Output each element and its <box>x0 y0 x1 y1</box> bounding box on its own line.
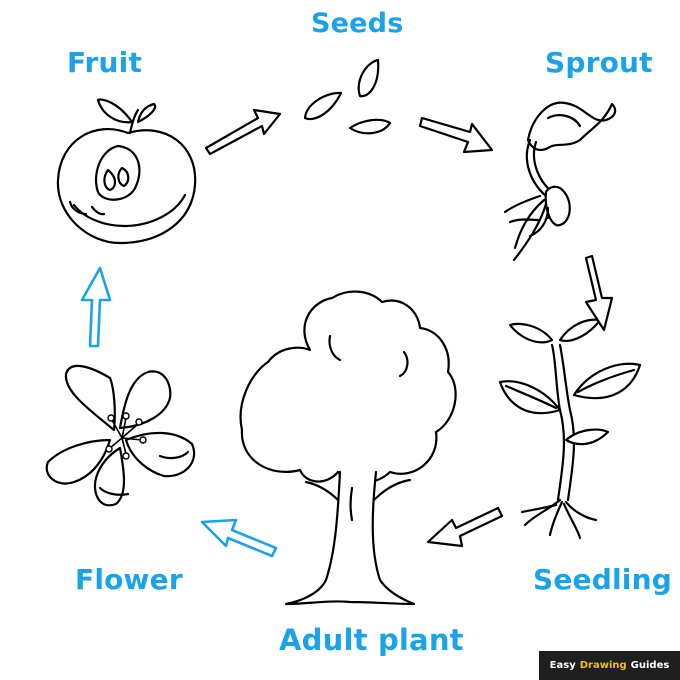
seedling-illustration <box>498 318 642 540</box>
arrow-sprout-to-seedling <box>584 254 614 332</box>
flower-illustration <box>45 364 196 507</box>
watermark-word-3: Guides <box>630 660 670 671</box>
arrow-seeds-to-sprout <box>418 116 494 154</box>
watermark-logo: Easy Drawing Guides <box>539 651 680 680</box>
adult-plant-illustration <box>239 290 457 606</box>
fruit-illustration <box>56 98 197 245</box>
label-flower: Flower <box>75 563 183 596</box>
label-sprout: Sprout <box>545 46 653 79</box>
watermark-word-1: Easy <box>549 660 576 671</box>
label-adult-plant: Adult plant <box>279 623 464 657</box>
label-seedling: Seedling <box>533 563 672 596</box>
arrow-seedling-to-adult <box>426 506 504 548</box>
arrow-flower-to-fruit <box>80 266 112 348</box>
seeds-illustration <box>303 58 392 135</box>
watermark-word-2: Drawing <box>579 660 627 671</box>
sprout-illustration <box>503 101 617 262</box>
arrow-adult-to-flower <box>200 518 278 558</box>
label-seeds: Seeds <box>311 8 404 39</box>
label-fruit: Fruit <box>67 46 143 79</box>
arrow-fruit-to-seeds <box>204 108 282 156</box>
